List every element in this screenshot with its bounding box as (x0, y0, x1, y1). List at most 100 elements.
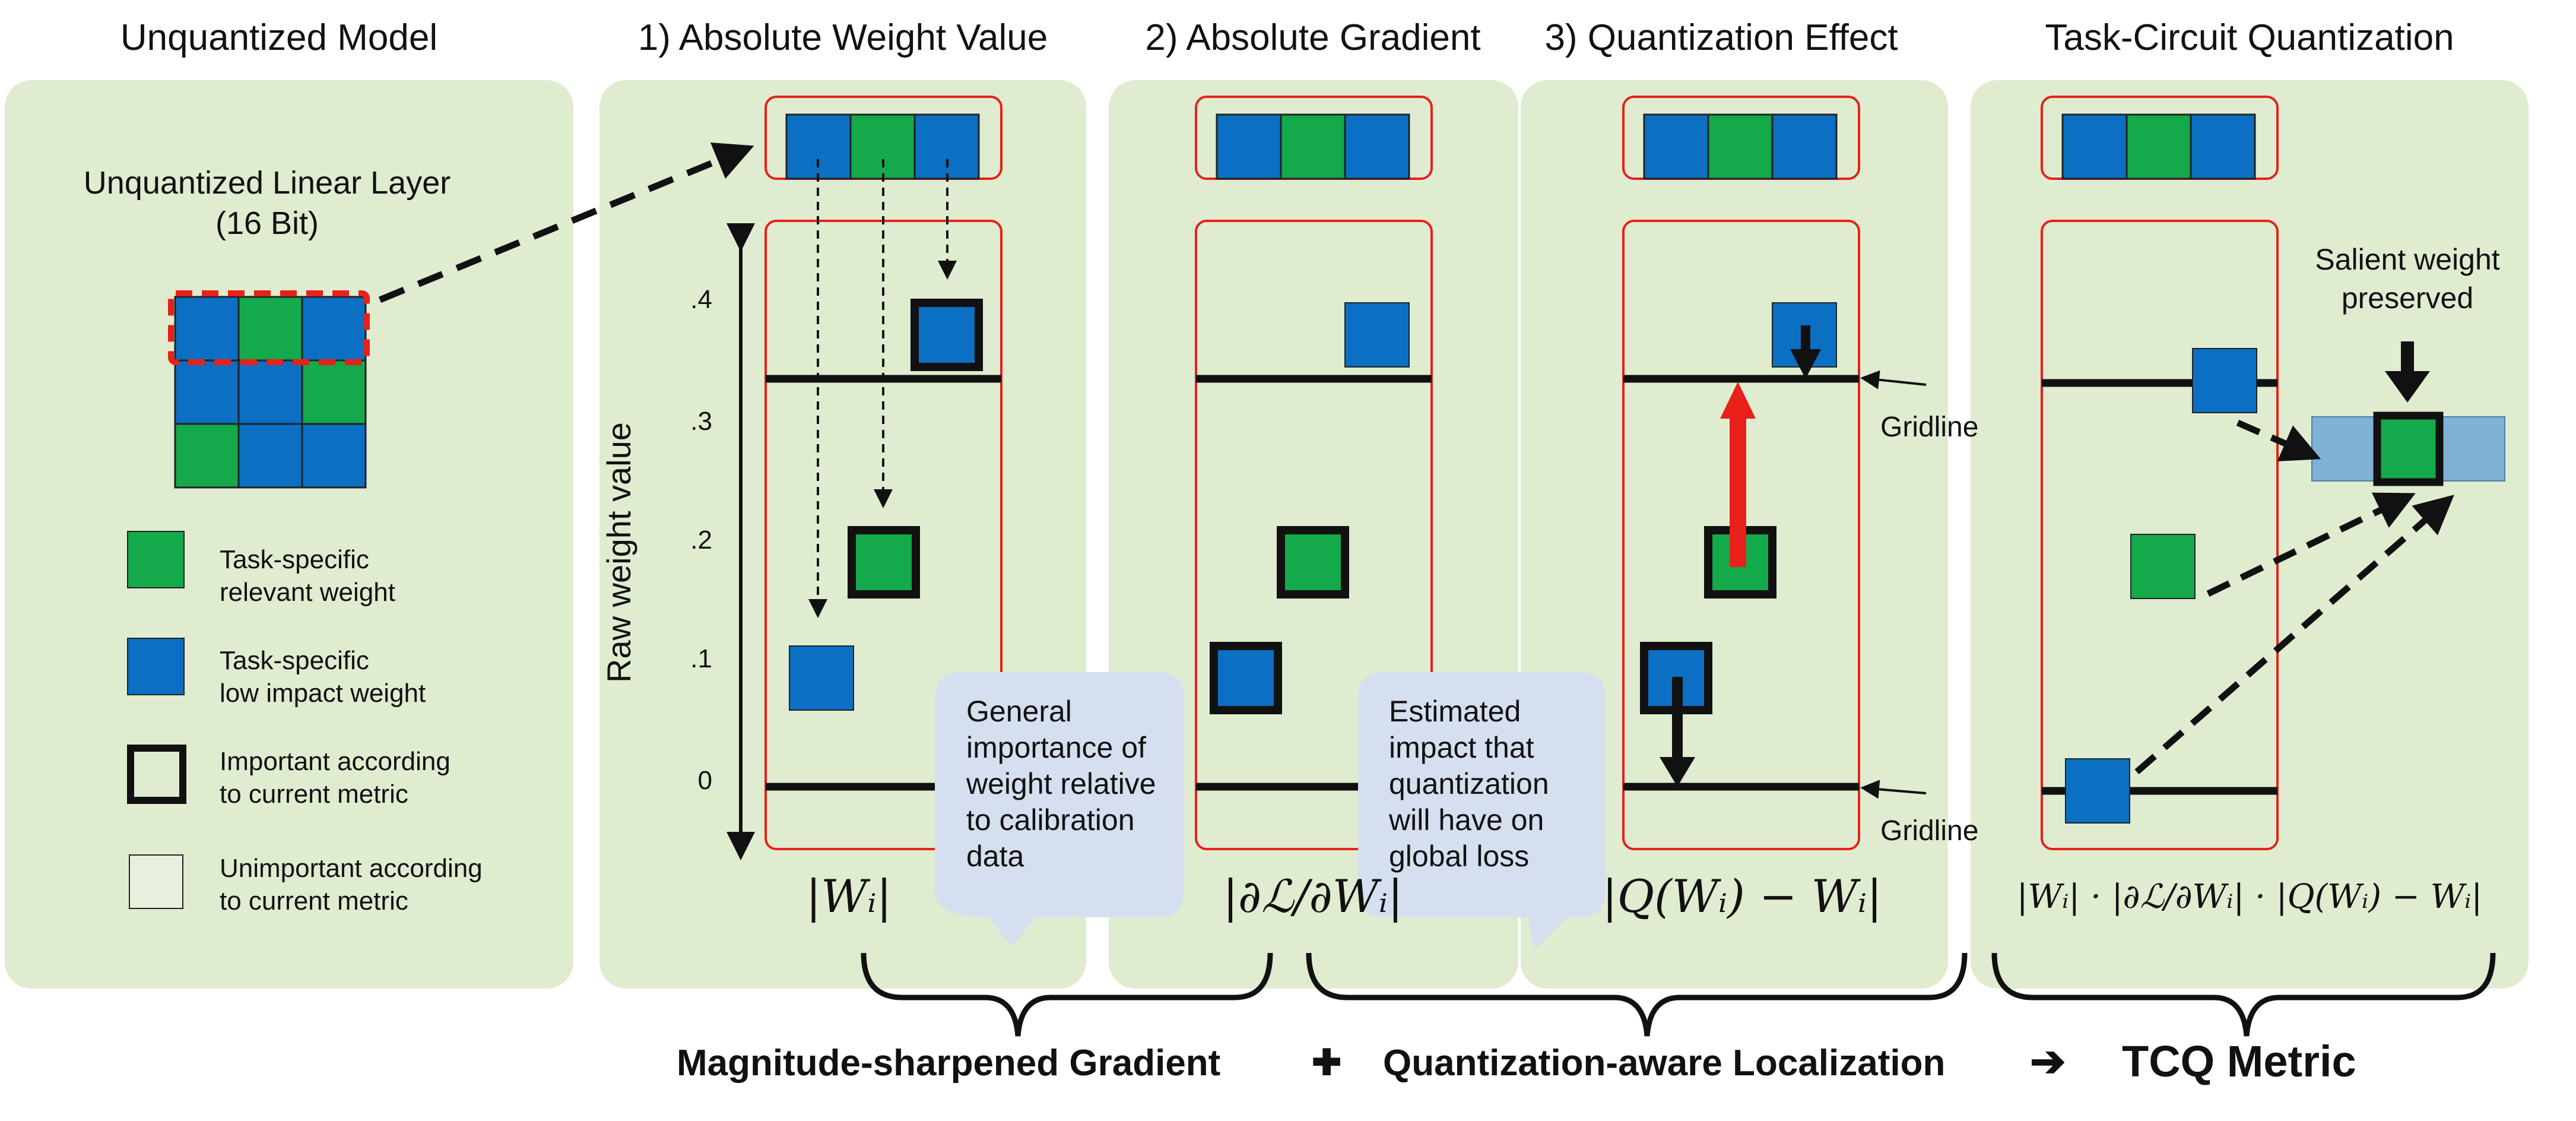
legend-label-unimportant: Unimportant according to current metric (220, 852, 483, 917)
grid-cell (237, 423, 303, 489)
bubble-line: to calibration (966, 803, 1135, 837)
salient-line: preserved (2341, 281, 2474, 315)
grid-cell (237, 359, 303, 425)
bubble-line: global loss (1389, 840, 1530, 873)
legend-label-relevant: Task-specific relevant weight (220, 543, 395, 609)
grid-cell (237, 296, 303, 362)
legend-label-important: Important according to current metric (220, 745, 451, 810)
layer-label: Unquantized Linear Layer (16 Bit) (84, 163, 451, 243)
p4-dashed-arrow (2236, 419, 2321, 462)
p4-dashed-arrow (2134, 495, 2454, 775)
legend-line: Unimportant according (220, 854, 483, 883)
panel-title-tcq: Task-Circuit Quantization (2045, 17, 2454, 58)
legend-line: Task-specific (220, 545, 369, 574)
p1-point-blue-high (911, 299, 983, 371)
p3-weight-cell (1707, 113, 1774, 180)
bubble-line: will have on (1389, 803, 1544, 837)
legend-swatch-unimportant (129, 854, 183, 909)
bubble-line: General (966, 695, 1072, 728)
p4-point-blue-high (2192, 348, 2257, 413)
legend-line: low impact weight (220, 679, 426, 708)
y-tick: 0 (697, 766, 712, 795)
p4-point-green (2130, 534, 2196, 599)
legend-line: Important according (220, 747, 451, 776)
p3-red-arrow-head (1720, 382, 1756, 419)
salient-arrow-head (2385, 371, 2430, 403)
salient-label: Salient weight preserved (2315, 240, 2499, 318)
legend-line: relevant weight (220, 578, 395, 607)
p4-weight-cell (2061, 113, 2128, 180)
panel-title-abs-weight: 1) Absolute Weight Value (637, 17, 1048, 58)
selected-row-outline (168, 290, 370, 365)
bubble-line: impact that (1389, 731, 1534, 764)
legend-line: to current metric (220, 886, 408, 916)
p3-snap-arrow-head (1660, 757, 1695, 787)
legend-line: Task-specific (220, 646, 369, 675)
grid-cell (301, 423, 367, 489)
p3-red-arrow-shaft (1730, 416, 1746, 567)
bubble-2-text: Estimated impact that quantization will … (1389, 694, 1549, 875)
p4-point-blue-low (2065, 758, 2130, 824)
bubble-1 (935, 672, 1184, 947)
p1-point-blue-low (789, 645, 854, 711)
p1-weight-cell (913, 113, 980, 180)
p2-point-blue-high (1344, 302, 1410, 368)
p3-snap-arrow-shaft (1672, 677, 1683, 763)
bubble-line: Estimated (1389, 695, 1521, 728)
caption-tcq-metric: TCQ Metric (2122, 1037, 2356, 1086)
grid-cell (301, 359, 367, 425)
p3-weight-cell (1771, 113, 1838, 180)
grid-cell (174, 359, 240, 425)
gridline-label-bottom: Gridline (1880, 815, 1979, 847)
panel-tcq-bg (1971, 80, 2529, 989)
p1-point-green (848, 526, 920, 598)
p3-plot-frame (1622, 220, 1860, 850)
formula-quant-effect: |Q(Wᵢ) − Wᵢ| (1602, 870, 1882, 923)
legend-swatch-low-impact (127, 638, 185, 695)
legend-label-low-impact: Task-specific low impact weight (220, 644, 426, 710)
p4-plot-frame (2041, 220, 2279, 850)
brace-2 (1306, 952, 1968, 1037)
salient-arrow-shaft (2401, 341, 2414, 374)
caption-magnitude-gradient: Magnitude-sharpened Gradient (677, 1043, 1221, 1084)
panel-title-quant-effect: 3) Quantization Effect (1544, 17, 1898, 58)
p4-weight-cell (2190, 113, 2256, 180)
legend-line: to current metric (220, 780, 408, 809)
formula-abs-weight: |Wᵢ| (805, 870, 892, 923)
panel-title-abs-gradient: 2) Absolute Gradient (1145, 17, 1481, 58)
p3-weight-cell (1643, 113, 1709, 180)
p2-weight-cell (1280, 113, 1346, 180)
bubble-2 (1358, 672, 1606, 950)
layer-label-line2: (16 Bit) (215, 205, 319, 241)
bubble-line: weight relative (966, 767, 1156, 800)
y-tick: .4 (690, 285, 712, 314)
salient-line: Salient weight (2315, 243, 2500, 276)
p4-weight-cell (2125, 113, 2192, 180)
formula-abs-gradient: |∂ℒ/∂Wᵢ| (1223, 870, 1403, 923)
dashed-arrow-to-row (378, 142, 754, 303)
legend-swatch-important (127, 745, 186, 804)
p3-snap-arrow-shaft (1801, 325, 1810, 352)
grid-cell (174, 296, 240, 362)
caption-quant-localization: Quantization-aware Localization (1383, 1043, 1946, 1084)
p2-weight-cell (1216, 113, 1282, 180)
grid-cell (174, 423, 240, 489)
p3-snap-arrow-head (1790, 349, 1821, 379)
gridline-label-top: Gridline (1880, 411, 1979, 443)
p1-weight-cell (785, 113, 852, 180)
bubble-line: data (966, 840, 1024, 873)
gridline-pointer-top (1860, 370, 1927, 390)
bubble-1-text: General importance of weight relative to… (966, 694, 1156, 875)
formula-tcq: |Wᵢ| · |∂ℒ/∂Wᵢ| · |Q(Wᵢ) − Wᵢ| (2016, 878, 2483, 916)
y-tick: .2 (690, 525, 712, 555)
salient-weight (2373, 411, 2444, 486)
plus-icon: ✚ (1312, 1043, 1342, 1082)
layer-grid (168, 290, 370, 489)
layer-label-line1: Unquantized Linear Layer (83, 165, 451, 201)
gridline-pointer-bottom (1860, 780, 1927, 799)
legend-swatch-relevant (127, 531, 185, 588)
arrow-right-icon: ➔ (2030, 1038, 2066, 1085)
p1-weight-cell (849, 113, 916, 180)
